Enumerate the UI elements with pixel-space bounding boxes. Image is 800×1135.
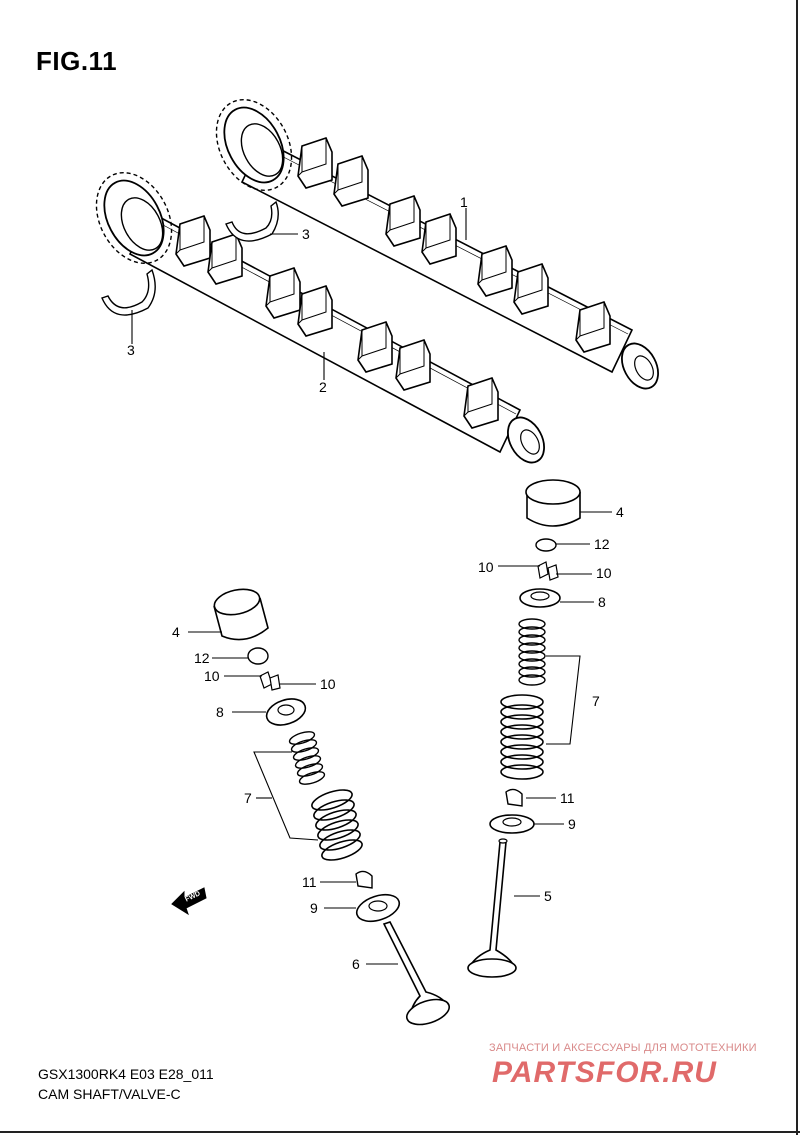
callout-1: 1 [460,194,468,210]
callout-3-lower: 3 [127,342,135,358]
callout-7-left: 7 [244,790,252,806]
forward-arrow-icon: FWD [171,887,207,916]
model-code: GSX1300RK4 E03 E28_011 [38,1066,214,1082]
callout-4-left: 4 [172,624,180,640]
callout-11-right: 11 [560,790,575,806]
callout-12-left: 12 [194,650,210,666]
callout-7-right: 7 [592,693,600,709]
callout-10-right-a: 10 [478,559,494,575]
callout-11-left: 11 [302,874,317,890]
callout-6: 6 [352,956,360,972]
callout-4-right: 4 [616,504,624,520]
leader-lines [131,208,612,965]
camshaft-exhaust [95,172,545,464]
callout-9-right: 9 [568,816,576,832]
callout-2: 2 [319,379,327,395]
callout-10-right-b: 10 [596,565,612,581]
callout-5: 5 [544,888,552,904]
watermark-logo-text: PARTSFOR.RU [492,1056,717,1088]
figure-caption: CAM SHAFT/VALVE-C [38,1086,181,1102]
valve-assembly-left [213,588,450,1026]
camshaft-intake [215,99,659,390]
snap-ring-lower [101,268,156,316]
callout-9-left: 9 [310,900,318,916]
callout-12-right: 12 [594,536,610,552]
callout-numbers: 1 3 3 2 4 12 10 10 8 7 11 9 5 4 12 10 10… [127,194,624,972]
callout-10-left-a: 10 [204,668,220,684]
frame-right-edge [796,0,798,1135]
callout-8-left: 8 [216,704,224,720]
watermark-tagline: ЗАПЧАСТИ И АКСЕССУАРЫ ДЛЯ МОТОТЕХНИКИ [489,1042,757,1054]
frame-bottom-edge [0,1131,800,1133]
watermark-logo: PARTSFOR.RU [492,1056,717,1088]
callout-10-left-b: 10 [320,676,336,692]
figure-title: FIG.11 [36,46,118,76]
callout-8-right: 8 [598,594,606,610]
snap-ring-upper [225,200,279,242]
callout-3-upper: 3 [302,226,310,242]
valve-assembly-right [467,479,581,978]
